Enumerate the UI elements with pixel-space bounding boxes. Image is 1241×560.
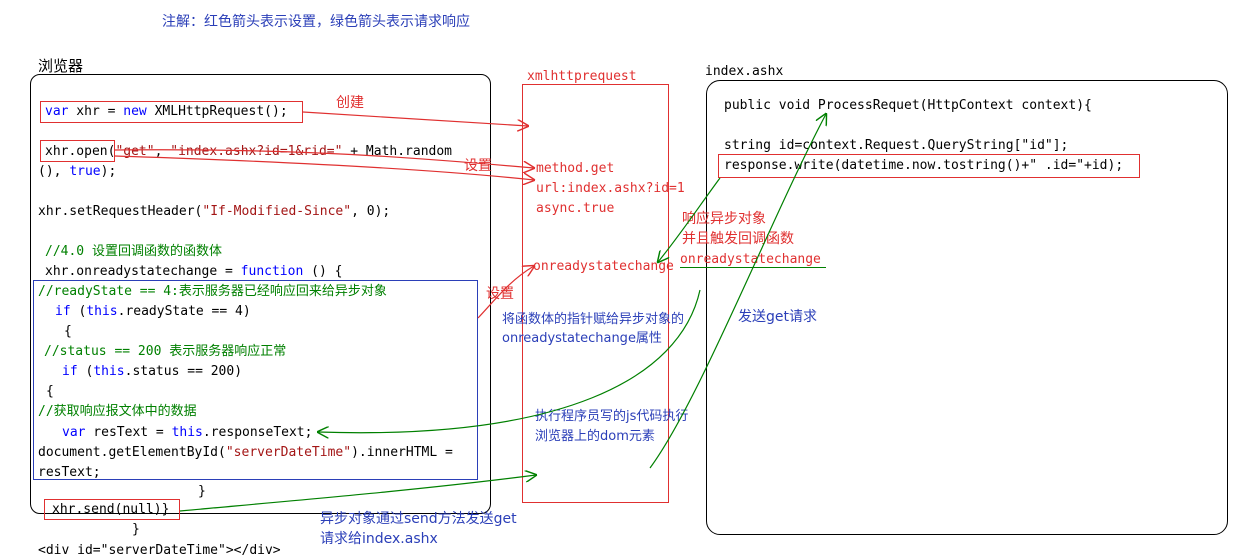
code-line-header: xhr.setRequestHeader("If-Modified-Since"…	[38, 204, 391, 219]
code-comment-status: //status == 200 表示服务器响应正常	[44, 344, 287, 359]
pointer-assign-text: 将函数体的指针赋给异步对象的onreadystatechange属性	[502, 312, 685, 346]
label-respond-1: 响应异步对象	[682, 211, 766, 227]
arrow-execute-js	[318, 289, 701, 433]
arrow-set-open-b	[114, 155, 534, 180]
arrow-get-request	[649, 114, 826, 469]
execute-js-text: 执行程序员写的js代码执行浏览器上的dom元素	[535, 409, 689, 444]
callback-function-box	[33, 280, 478, 480]
code-comment-body: //获取响应报文体中的数据	[38, 404, 197, 419]
code-line-getelement: document.getElementById("serverDateTime"…	[38, 445, 453, 460]
code-brace-1: {	[64, 324, 72, 339]
code-line-restext: var resText = this.responseText;	[62, 425, 313, 440]
xhr-url: url:index.ashx?id=1	[536, 181, 685, 196]
code-brace-3: }	[198, 484, 206, 499]
code-line-create: var xhr = new XMLHttpRequest();	[45, 104, 288, 119]
code-line-restext-assign: resText;	[38, 465, 101, 480]
code-line-onready: xhr.onreadystatechange = function () {	[45, 264, 343, 279]
code-line-open-cont: (), true);	[38, 164, 117, 179]
arrow-response	[658, 177, 721, 262]
xhr-box	[522, 84, 669, 503]
response-write-highlight	[718, 154, 1140, 178]
code-brace-2: {	[46, 384, 54, 399]
server-line-id: string id=context.Request.QueryString["i…	[724, 138, 1069, 153]
code-line-if-status: if (this.status == 200)	[62, 364, 243, 379]
arrow-send	[179, 475, 536, 512]
code-line-if-readystate: if (this.readyState == 4)	[55, 304, 251, 319]
label-set-open: 设置	[464, 158, 492, 174]
server-line-method: public void ProcessRequet(HttpContext co…	[724, 98, 1092, 113]
code-line-send: xhr.send(null)}	[52, 502, 170, 517]
server-line-write: response.write(datetime.now.tostring()+"…	[724, 158, 1124, 173]
xhr-onreadystatechange: onreadystatechange	[533, 259, 674, 274]
code-brace-4: }	[132, 522, 140, 537]
browser-title: 浏览器	[38, 57, 84, 75]
arrow-set-callback	[477, 266, 534, 319]
label-respond-2: 并且触发回调函数	[682, 231, 794, 247]
label-send-note-1: 异步对象通过send方法发送get	[320, 511, 517, 527]
code-line-div: <div id="serverDateTime"></div>	[38, 543, 281, 558]
xhr-title: xmlhttprequest	[527, 69, 637, 84]
label-respond-3: onreadystatechange	[680, 252, 821, 267]
xhr-method: method.get	[536, 161, 615, 176]
label-send-get: 发送get请求	[738, 309, 817, 325]
label-create: 创建	[336, 95, 364, 111]
browser-box	[30, 74, 491, 514]
arrow-set-open	[114, 149, 534, 168]
code-comment-callback: //4.0 设置回调函数的函数体	[45, 244, 222, 259]
legend-note: 注解：红色箭头表示设置，绿色箭头表示请求响应	[162, 14, 470, 30]
code-comment-readystate: //readyState == 4:表示服务器已经响应回来给异步对象	[38, 284, 387, 299]
server-box	[706, 80, 1228, 535]
label-send-note-2: 请求给index.ashx	[320, 531, 438, 547]
xhr-async: async.true	[536, 201, 615, 216]
xhr-send-highlight	[44, 499, 180, 520]
var-xhr-highlight	[40, 101, 303, 123]
server-title: index.ashx	[705, 64, 784, 79]
xhr-open-highlight	[40, 140, 115, 162]
arrow-create	[302, 111, 528, 126]
